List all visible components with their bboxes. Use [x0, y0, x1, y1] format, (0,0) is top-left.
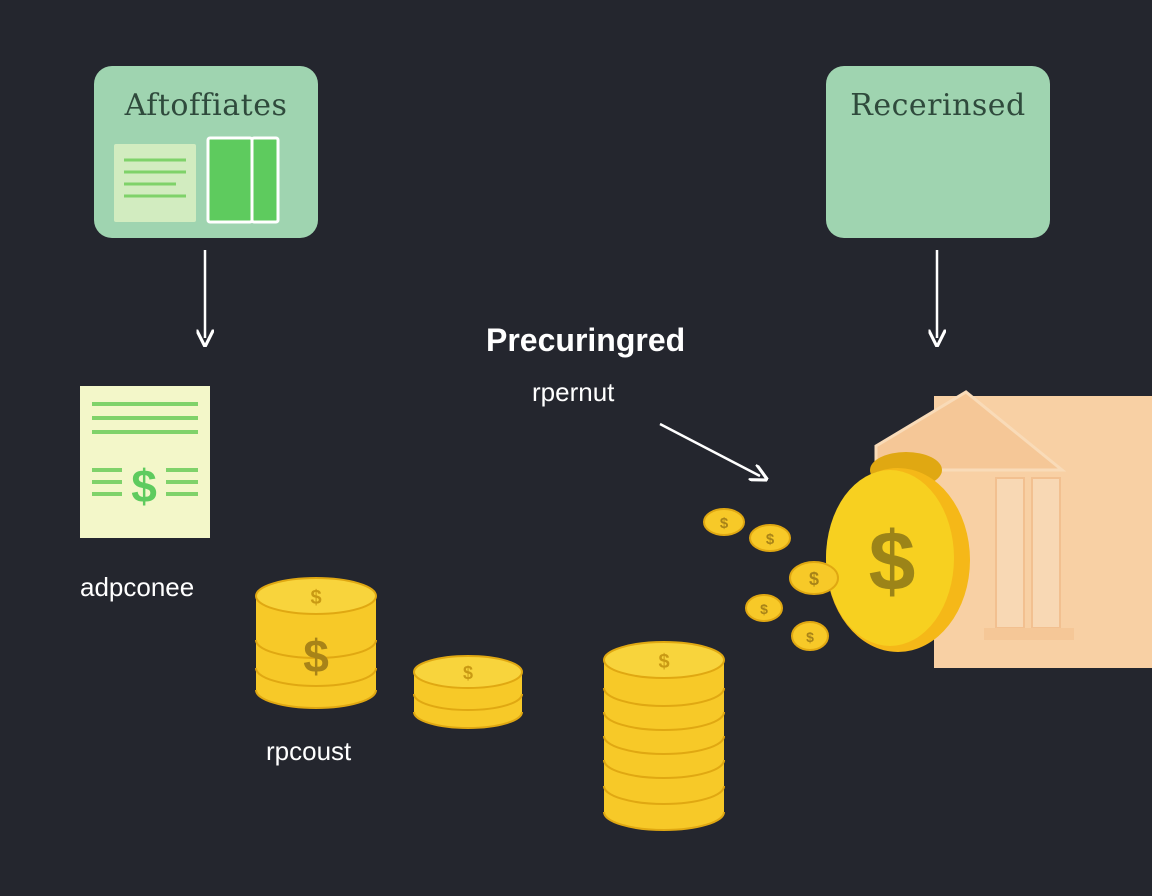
flying-coin: $: [745, 594, 783, 622]
book-icon: [206, 136, 280, 224]
flow-subtitle: rpernut: [532, 377, 615, 407]
flying-coin: $: [791, 621, 829, 651]
svg-text:$: $: [766, 531, 775, 548]
coin-stack-tall: $: [603, 641, 725, 831]
flying-coins: $ $ $ $ $: [703, 508, 839, 651]
flying-coin: $: [703, 508, 745, 536]
affiliates-title: Aftoffiates: [124, 88, 288, 123]
coin-stack-dollar: $: [303, 630, 329, 682]
invoice-icon: $: [80, 386, 210, 538]
svg-text:$: $: [806, 629, 814, 645]
coin-small-dollar: $: [463, 663, 473, 683]
bag-dollar-sign: $: [869, 514, 916, 608]
coins-label: rpcoust: [266, 736, 352, 766]
svg-text:$: $: [809, 569, 819, 589]
flying-coin: $: [749, 524, 791, 552]
flow-title: Precuringred: [486, 322, 686, 358]
coin-stack-small: $: [413, 655, 523, 729]
received-title: Recerinsed: [850, 88, 1026, 123]
diagonal-arrow: [659, 422, 760, 476]
document-icon: [114, 144, 196, 222]
received-box: [826, 66, 1050, 238]
svg-text:$: $: [760, 601, 768, 617]
invoice-dollar-sign: $: [131, 460, 157, 512]
invoice-label: adpconee: [80, 572, 195, 602]
bank-icon: [874, 390, 1152, 668]
coin-tall-dollar: $: [658, 651, 669, 673]
coin-stack-large: $ $: [255, 577, 377, 709]
svg-text:$: $: [720, 515, 729, 532]
flying-coin: $: [789, 561, 839, 595]
coin-top-dollar: $: [310, 587, 321, 609]
money-bag-icon: $: [826, 452, 970, 652]
